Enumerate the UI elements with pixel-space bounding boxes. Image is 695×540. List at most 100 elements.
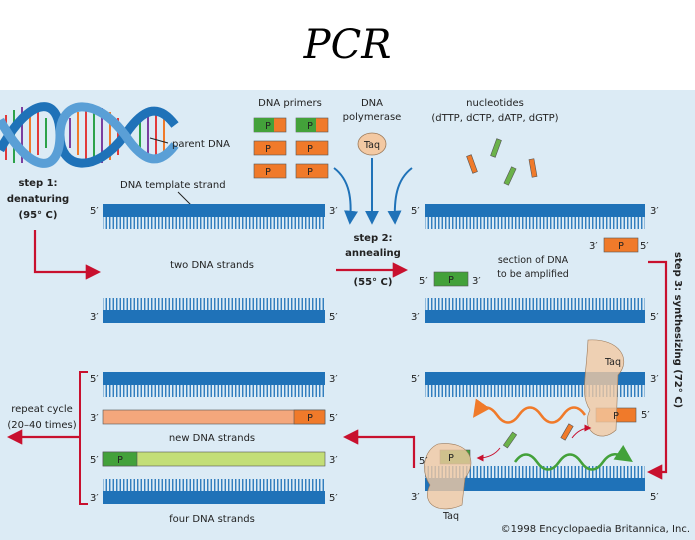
strand-bar (103, 491, 325, 504)
end-label: 5′ (90, 374, 99, 385)
new-strand-orange (102, 409, 326, 425)
primer-block (603, 237, 639, 253)
end-label: 5′ (411, 206, 420, 217)
step2-temp: (55° C) (354, 277, 393, 288)
parent-dna-leader (149, 137, 169, 144)
strand-bar (425, 310, 645, 323)
section-label-1: section of DNA (498, 255, 569, 266)
primer-symbol: P (307, 144, 313, 155)
strand-bases (103, 479, 325, 491)
end-label: 5′ (640, 241, 649, 252)
nucleotides-label-1: nucleotides (466, 98, 524, 109)
end-label: 3′ (472, 276, 481, 287)
primer-symbol: P (613, 411, 619, 422)
new-dna-strands-label: new DNA strands (169, 433, 255, 444)
step1-arrow (33, 230, 102, 280)
nucleotide-pointer (571, 424, 592, 439)
end-label: 5′ (650, 492, 659, 503)
step3-return-arrow (342, 429, 416, 468)
end-label: 3′ (650, 374, 659, 385)
two-dna-strands-label: two DNA strands (170, 260, 254, 271)
template-strand-label: DNA template strand (120, 180, 226, 191)
taq-label: Taq (442, 511, 459, 522)
end-label: 5′ (419, 276, 428, 287)
repeat-label-2: (20–40 times) (7, 420, 76, 431)
end-label: 3′ (411, 492, 420, 503)
end-label: 5′ (650, 312, 659, 323)
step3-label: step 3: synthesizing (72° C) (672, 252, 683, 408)
step1-temp: (95° C) (19, 210, 58, 221)
end-label: 5′ (90, 455, 99, 466)
end-label: 5′ (329, 493, 338, 504)
strand-bar (425, 478, 645, 491)
primer-symbol: P (265, 121, 271, 132)
end-label: 3′ (90, 413, 99, 424)
taq-legend-label: Taq (363, 140, 380, 151)
end-label: 3′ (589, 241, 598, 252)
primer-symbol: P (448, 453, 454, 464)
section-label-2: to be amplified (497, 269, 569, 280)
primer-symbol: P (265, 144, 271, 155)
primer-block (433, 271, 469, 287)
end-label: 5′ (641, 410, 650, 421)
dna-polymerase-label-1: DNA (361, 98, 383, 109)
taq-polymerase-icon (357, 132, 387, 156)
nucleotide-pointer (476, 447, 501, 462)
end-label: 3′ (329, 455, 338, 466)
step1-title: step 1: (18, 178, 57, 189)
end-label: 3′ (90, 312, 99, 323)
strand-bases (103, 298, 325, 310)
nucleotides-label-2: (dTTP, dCTP, dATP, dGTP) (431, 113, 558, 124)
orange-synthesis-arrow (472, 398, 587, 424)
primer-symbol: P (307, 167, 313, 178)
end-label: 5′ (90, 206, 99, 217)
primer-symbol: P (307, 121, 313, 132)
step2-title: step 2: (353, 233, 392, 244)
step1-name: denaturing (7, 194, 69, 205)
primer-block (293, 409, 326, 425)
copyright: ©1998 Encyclopaedia Britannica, Inc. (501, 524, 690, 535)
dna-polymerase-label-2: polymerase (343, 112, 402, 123)
end-label: 5′ (419, 456, 428, 467)
primer-symbol: P (448, 275, 454, 286)
primer-symbol: P (265, 167, 271, 178)
annealing-arrows (333, 158, 413, 225)
end-label: 5′ (411, 374, 420, 385)
strand-bar (425, 204, 645, 217)
repeat-bracket (79, 371, 88, 505)
strand-bases (103, 217, 325, 229)
strand-bar (103, 372, 325, 385)
strand-bar (103, 204, 325, 217)
end-label: 3′ (329, 206, 338, 217)
nucleotide-icons (466, 138, 538, 186)
primer-symbol: P (307, 413, 313, 424)
four-dna-strands-label: four DNA strands (169, 514, 255, 525)
strand-bases (425, 298, 645, 310)
primer-symbol: P (117, 455, 123, 466)
taq-polymerase-icon (584, 339, 624, 437)
strand-bases (425, 217, 645, 229)
primer-legend (253, 117, 329, 179)
end-label: 5′ (329, 312, 338, 323)
taq-polymerase-icon (424, 443, 472, 510)
repeat-label-1: repeat cycle (11, 404, 73, 415)
primer-block (102, 451, 138, 467)
end-label: 3′ (411, 312, 420, 323)
parent-dna-label: parent DNA (172, 139, 230, 150)
end-label: 3′ (650, 206, 659, 217)
synthesizing-strands (424, 339, 645, 510)
strand-bases (103, 385, 325, 397)
taq-label: Taq (604, 357, 621, 368)
nucleotide-icons (502, 423, 574, 449)
annealed-strands (425, 204, 645, 323)
strand-bar (103, 310, 325, 323)
page-title: PCR (303, 22, 392, 68)
parent-dna-helix (0, 102, 179, 168)
step2-name: annealing (345, 248, 401, 259)
green-synthesis-arrow (513, 444, 633, 471)
end-label: 3′ (90, 493, 99, 504)
end-label: 5′ (329, 413, 338, 424)
step3-arrow (646, 260, 668, 480)
end-label: 3′ (329, 374, 338, 385)
